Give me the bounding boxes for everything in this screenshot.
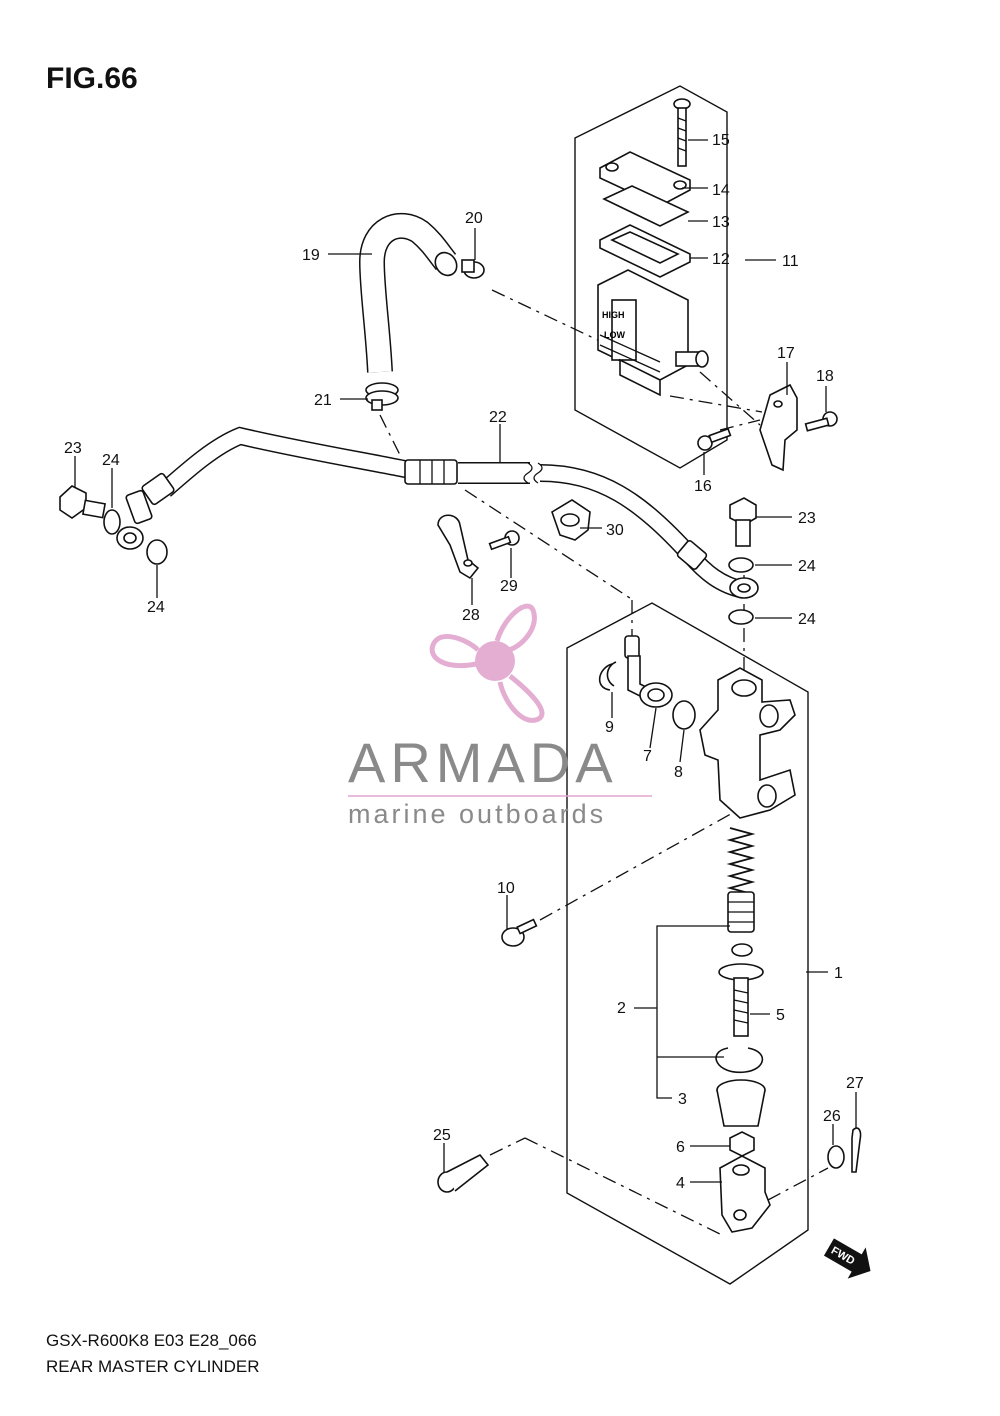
callout-20: 20 <box>465 210 483 227</box>
watermark-tagline: marine outboards <box>348 799 606 829</box>
callout-7: 7 <box>643 748 652 765</box>
model-code: GSX-R600K8 E03 E28_066 <box>46 1331 257 1350</box>
master-cylinder-group-box <box>566 602 809 1285</box>
hose-clamp-upper <box>461 259 485 279</box>
washer-right-2 <box>728 609 754 625</box>
callout-14: 14 <box>712 182 730 199</box>
hose-clamp-lower <box>365 382 399 411</box>
washer-left-1 <box>103 509 121 535</box>
bracket-bolt <box>804 411 838 432</box>
o-ring-8 <box>672 700 696 730</box>
callout-28: 28 <box>462 607 480 624</box>
clevis-pin <box>437 1153 490 1193</box>
washer-26 <box>827 1145 845 1169</box>
spring <box>726 827 756 901</box>
callout-6: 6 <box>676 1139 685 1156</box>
callout-16: 16 <box>694 478 712 495</box>
mounting-screw-10 <box>501 918 538 947</box>
svg-text:LOW: LOW <box>604 330 625 340</box>
reservoir-cap <box>599 151 691 207</box>
reservoir-screw <box>673 98 691 167</box>
callout-26: 26 <box>823 1108 841 1125</box>
hose-guide-upper <box>551 499 591 541</box>
callout-19: 19 <box>302 247 320 264</box>
callout-24-right-bottom: 24 <box>798 611 816 628</box>
inlet-fitting <box>639 682 673 708</box>
banjo-bolt-right <box>729 497 757 547</box>
callout-5: 5 <box>776 1007 785 1024</box>
callout-labels: 15 14 13 12 11 17 18 16 19 20 21 22 23 2… <box>64 132 864 1192</box>
clevis <box>719 1155 771 1233</box>
callout-21: 21 <box>314 392 332 409</box>
reservoir-mount-bolt <box>697 427 732 451</box>
circlip-9 <box>598 661 617 691</box>
propeller-logo-icon <box>429 603 545 723</box>
boot <box>716 1079 766 1127</box>
guide-bolt <box>488 530 520 551</box>
cotter-pin <box>851 1127 862 1173</box>
callout-23-left: 23 <box>64 440 82 457</box>
callout-25: 25 <box>433 1127 451 1144</box>
reservoir-hose <box>358 212 458 373</box>
figure-title: FIG.66 <box>46 62 138 95</box>
fwd-arrow-badge: FWD <box>823 1238 871 1279</box>
callout-22: 22 <box>489 409 507 426</box>
callout-29: 29 <box>500 578 518 595</box>
callout-2: 2 <box>617 1000 626 1017</box>
leader-lines <box>74 139 857 1183</box>
watermark-brand: ARMADA <box>348 731 618 794</box>
callout-13: 13 <box>712 214 730 231</box>
master-cylinder-body <box>699 667 796 819</box>
callout-3: 3 <box>678 1091 687 1108</box>
callout-24-left-bottom: 24 <box>147 599 165 616</box>
lock-nut <box>729 1131 755 1157</box>
callout-27: 27 <box>846 1075 864 1092</box>
callout-24-right-top: 24 <box>798 558 816 575</box>
circlip-2 <box>715 1047 764 1073</box>
callout-8: 8 <box>674 764 683 781</box>
callout-10: 10 <box>497 880 515 897</box>
callout-12: 12 <box>712 251 730 268</box>
push-rod <box>718 943 764 1037</box>
callout-18: 18 <box>816 368 834 385</box>
reservoir-body: HIGH LOW <box>597 269 709 397</box>
reservoir-plate <box>602 185 690 227</box>
reservoir-group-box <box>574 85 728 469</box>
banjo-bolt-left <box>59 485 106 519</box>
callout-17: 17 <box>777 345 795 362</box>
brake-hose <box>116 426 759 599</box>
callout-15: 15 <box>712 132 730 149</box>
armada-watermark: ARMADA marine outboards <box>348 603 652 829</box>
washer-left-2 <box>146 539 168 565</box>
callout-11: 11 <box>782 253 799 270</box>
piston <box>727 891 755 933</box>
callout-24-left-top: 24 <box>102 452 120 469</box>
callout-1: 1 <box>834 965 843 982</box>
washer-right-1 <box>728 557 754 573</box>
diagram-caption: REAR MASTER CYLINDER <box>46 1357 260 1376</box>
callout-23-right: 23 <box>798 510 816 527</box>
reservoir-bracket <box>759 383 798 472</box>
callout-9: 9 <box>605 719 614 736</box>
callout-4: 4 <box>676 1175 685 1192</box>
hose-guide-lower <box>437 514 480 580</box>
svg-text:HIGH: HIGH <box>602 310 625 320</box>
reservoir-diaphragm <box>599 224 691 278</box>
callout-30: 30 <box>606 522 624 539</box>
